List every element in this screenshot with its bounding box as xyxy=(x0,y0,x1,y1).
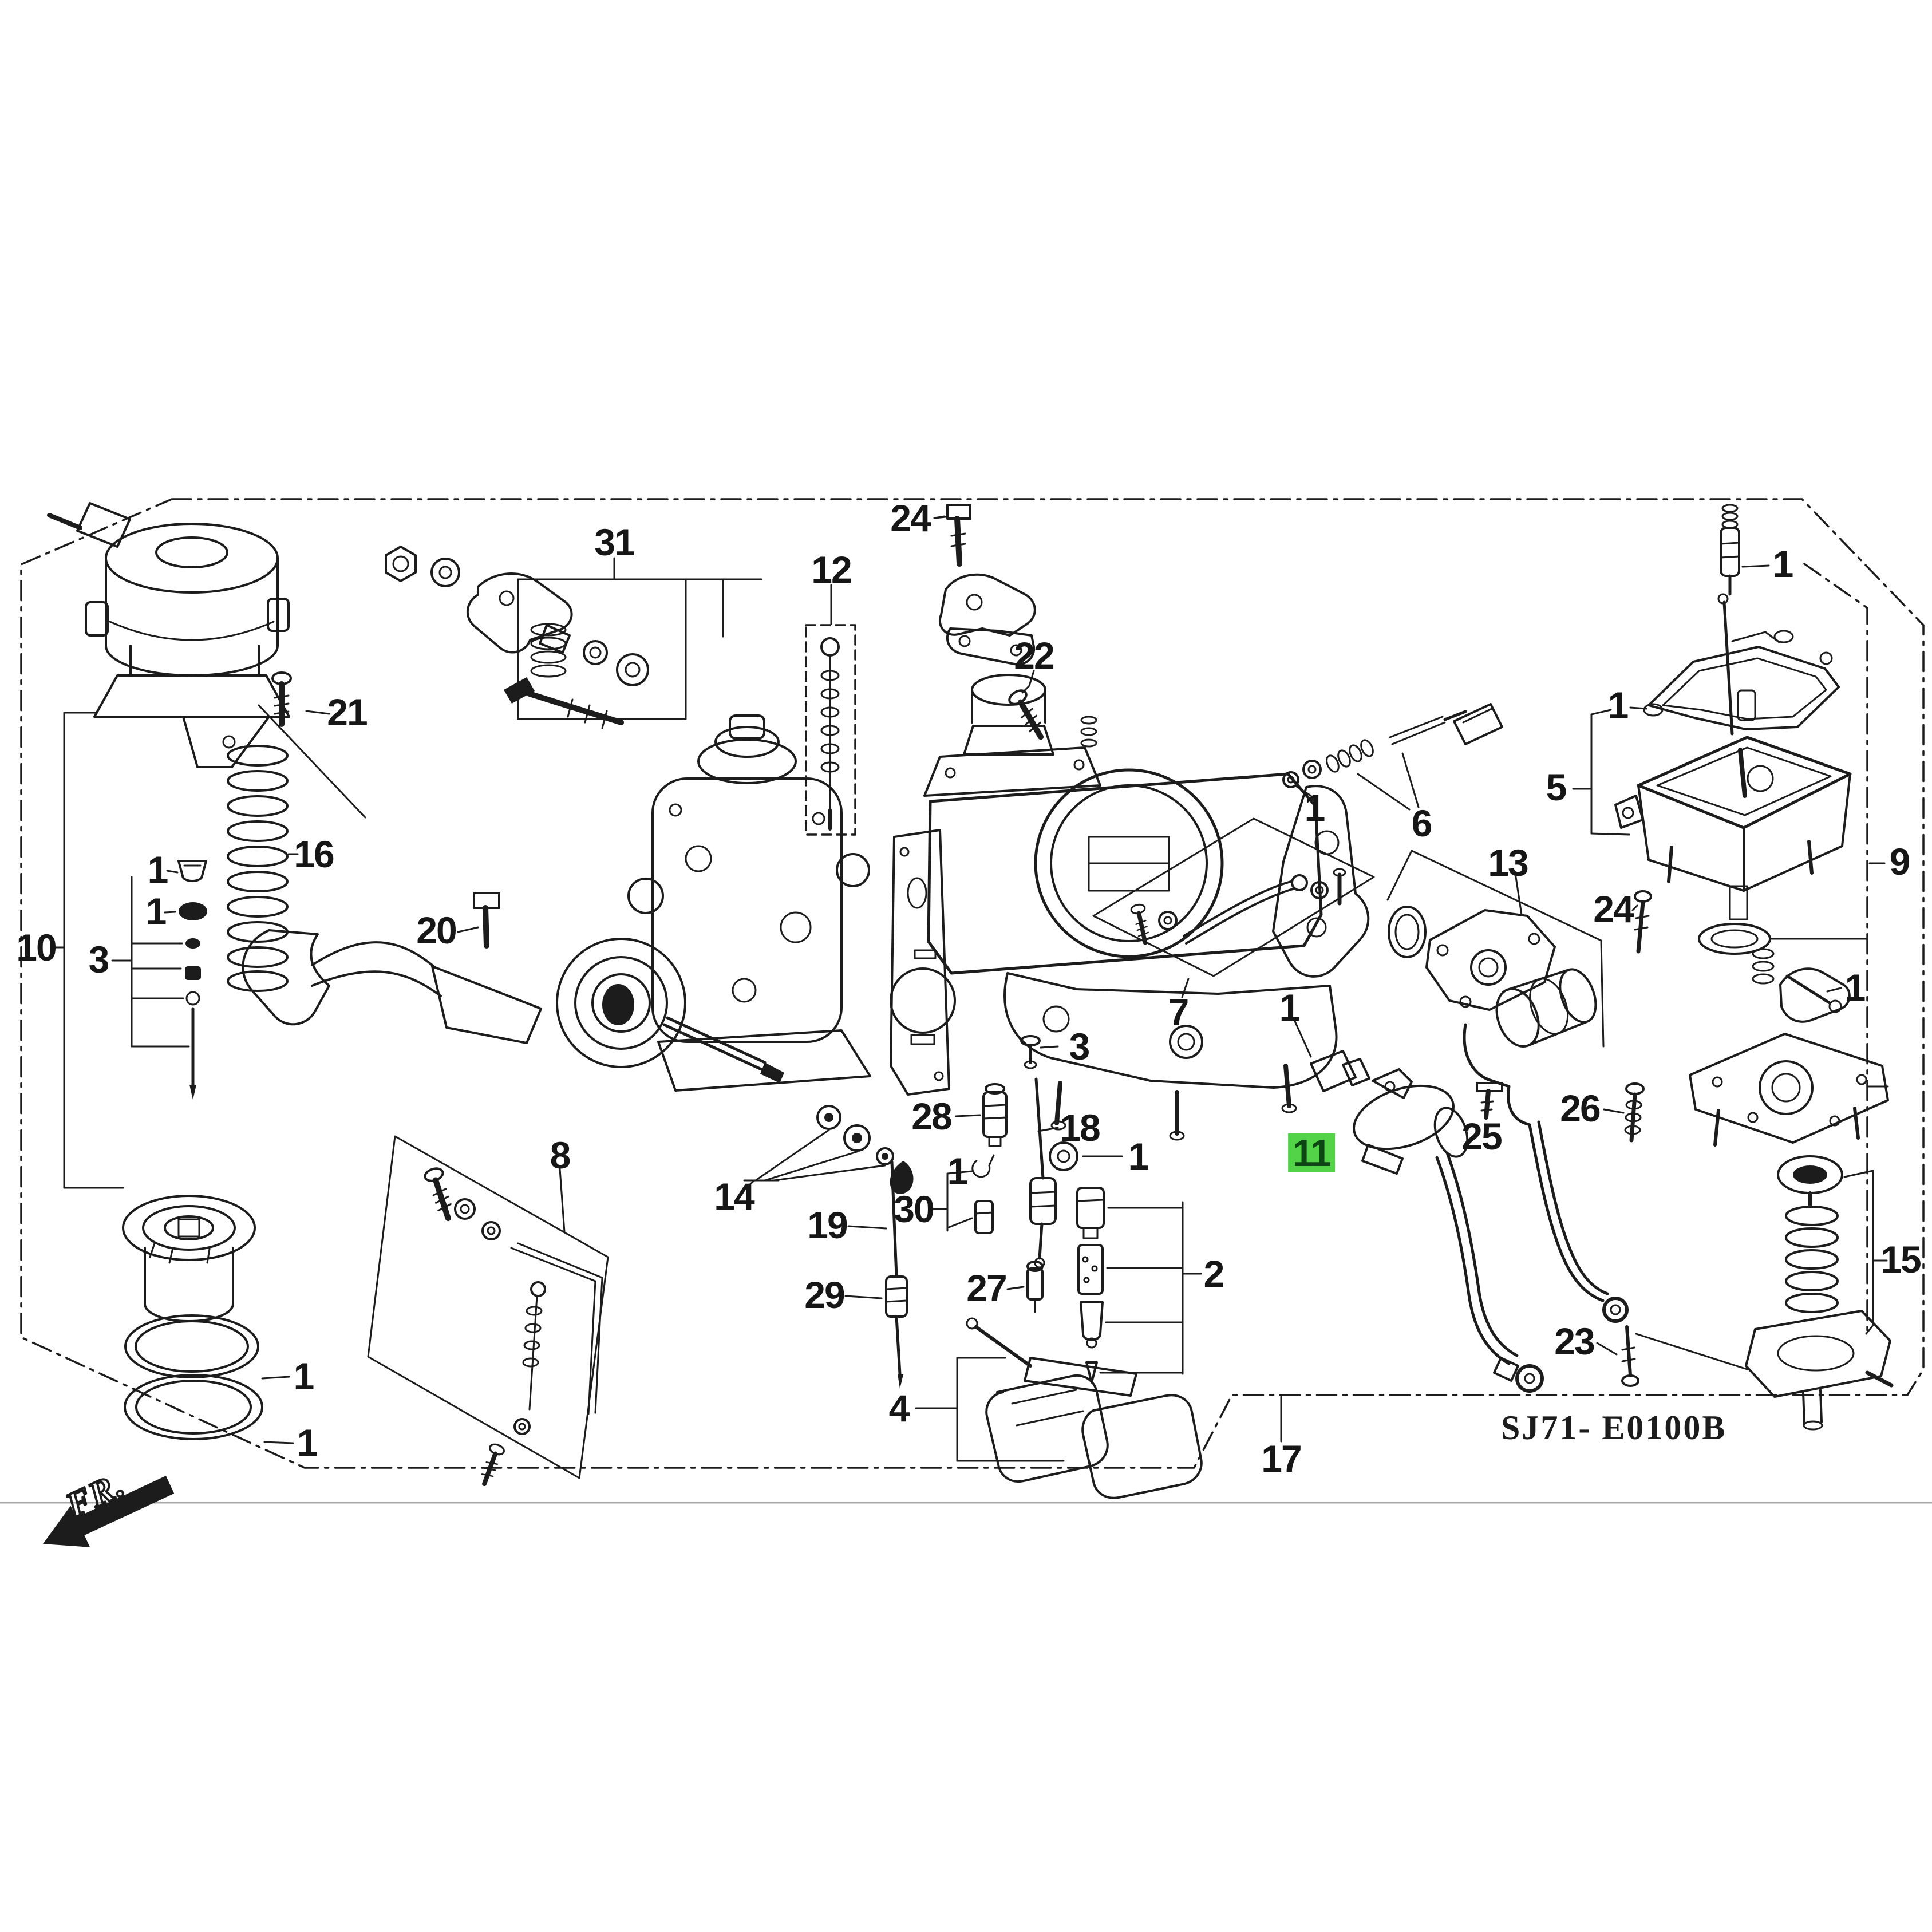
choke-lever-hardware xyxy=(385,546,573,654)
part-label-3-19[interactable]: 3 xyxy=(1069,1025,1091,1068)
part-label-1-42[interactable]: 1 xyxy=(297,1421,318,1464)
part-label-1-39[interactable]: 1 xyxy=(1128,1135,1149,1178)
part-label-8-11[interactable]: 8 xyxy=(550,1134,571,1176)
kit-box-31 xyxy=(504,557,762,729)
part-label-1-7[interactable]: 1 xyxy=(147,848,169,891)
part-label-1-31[interactable]: 1 xyxy=(1607,684,1629,726)
screw-23 xyxy=(1596,1325,1748,1387)
spring-16 xyxy=(227,745,289,992)
part-label-14-12[interactable]: 14 xyxy=(714,1175,754,1218)
part-label-7-22[interactable]: 7 xyxy=(1168,991,1190,1033)
kit-box-8 xyxy=(367,1135,609,1487)
part-label-16-5[interactable]: 16 xyxy=(294,833,334,875)
solenoid-valve-11 xyxy=(1310,1050,1544,1393)
part-label-12-2[interactable]: 12 xyxy=(811,548,852,591)
part-label-1-29[interactable]: 1 xyxy=(1304,787,1326,829)
air-cut-dome-assembly xyxy=(47,502,366,819)
vacuum-piston xyxy=(122,1195,294,1444)
solenoid-13 xyxy=(1386,850,1629,1323)
part-label-26-26[interactable]: 26 xyxy=(1560,1087,1601,1129)
part-label-22-3[interactable]: 22 xyxy=(1014,634,1054,677)
carburetor-main-body xyxy=(890,674,1370,1141)
part-label-29-14[interactable]: 29 xyxy=(804,1274,845,1316)
part-label-10-6[interactable]: 10 xyxy=(16,926,57,969)
part-label-18-20[interactable]: 18 xyxy=(1060,1107,1100,1149)
valve-27 xyxy=(1006,1261,1044,1313)
part-label-28-15[interactable]: 28 xyxy=(911,1095,952,1137)
choke-opener-assembly xyxy=(242,892,784,1083)
part-label-15-36[interactable]: 15 xyxy=(1880,1238,1921,1281)
leader-lines xyxy=(287,516,1282,1443)
screw-26 xyxy=(1603,1082,1645,1143)
diaphragm-15-stack xyxy=(1745,1155,1894,1431)
part-label-30-17[interactable]: 30 xyxy=(894,1188,934,1230)
part-label-23-37[interactable]: 23 xyxy=(1554,1320,1595,1362)
bracket-9-line xyxy=(1803,563,1886,1335)
part-label-1-8[interactable]: 1 xyxy=(145,890,167,933)
clip-set-30 xyxy=(931,1154,995,1234)
screw-set-12 xyxy=(805,584,856,836)
part-label-5-30[interactable]: 5 xyxy=(1546,766,1567,808)
part-label-4-21[interactable]: 4 xyxy=(888,1387,910,1429)
part-label-11-highlighted-24[interactable]: 11 xyxy=(1288,1133,1335,1172)
part-label-1-34[interactable]: 1 xyxy=(1844,966,1866,1009)
cam-and-screws-top xyxy=(933,504,1049,741)
bracket-10 xyxy=(52,712,124,1189)
diagram-border xyxy=(20,498,1925,1469)
part-label-9-33[interactable]: 9 xyxy=(1889,840,1911,883)
bracket-5 xyxy=(1572,706,1647,836)
slow-jet-28 xyxy=(955,1083,1008,1147)
jet-needle-19-29 xyxy=(844,1160,908,1389)
fr-direction-arrow xyxy=(43,1476,175,1547)
part-label-24-35[interactable]: 24 xyxy=(1593,888,1634,930)
pump-rocker-and-plate xyxy=(1689,948,1889,1147)
part-label-1-16[interactable]: 1 xyxy=(947,1150,969,1192)
aux-carb-tower xyxy=(627,714,871,1092)
part-label-19-13[interactable]: 19 xyxy=(807,1204,848,1246)
washer-set-14 xyxy=(743,1105,914,1194)
needle-set-column xyxy=(111,860,207,1100)
screw-25 xyxy=(1476,1082,1503,1120)
jet-set-1-2 xyxy=(1049,1141,1202,1384)
part-label-31-1[interactable]: 31 xyxy=(594,521,635,563)
part-label-1-32[interactable]: 1 xyxy=(1772,543,1794,585)
part-label-25-25[interactable]: 25 xyxy=(1461,1115,1502,1157)
part-label-20-10[interactable]: 20 xyxy=(416,909,457,951)
part-label-3-9[interactable]: 3 xyxy=(88,938,110,981)
part-label-21-4[interactable]: 21 xyxy=(327,691,368,733)
part-label-2-40[interactable]: 2 xyxy=(1203,1253,1225,1295)
part-label-1-23[interactable]: 1 xyxy=(1279,986,1301,1029)
spring-seat-3-pump-rod-18 xyxy=(1020,1035,1059,1269)
needle-set-6 xyxy=(1282,703,1503,811)
gasket-kit-7 xyxy=(1092,817,1375,1058)
part-label-6-28[interactable]: 6 xyxy=(1411,802,1433,844)
diagram-code: SJ71- E0100B xyxy=(1501,1409,1727,1447)
float-bowl-group xyxy=(1614,504,1868,955)
part-label-17-38[interactable]: 17 xyxy=(1261,1437,1302,1480)
part-label-1-41[interactable]: 1 xyxy=(293,1355,315,1397)
screw-24-bowl xyxy=(1631,890,1652,954)
part-label-27-18[interactable]: 27 xyxy=(966,1267,1007,1309)
part-label-24-0[interactable]: 24 xyxy=(890,497,931,539)
part-label-13-27[interactable]: 13 xyxy=(1488,841,1528,884)
float-set-4 xyxy=(915,1317,1203,1499)
